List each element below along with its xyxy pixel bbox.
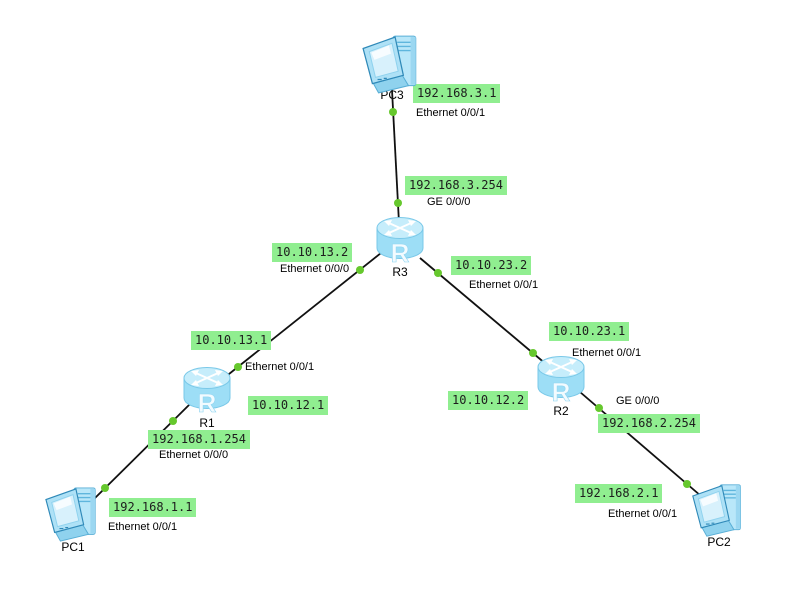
device-r3[interactable] — [374, 215, 426, 265]
pc-icon — [690, 482, 748, 540]
ip-annotation-r2-ge[interactable]: 192.168.2.254 — [598, 414, 700, 433]
router-icon — [181, 365, 233, 415]
port-up-dot — [434, 269, 442, 277]
ip-annotation-r3-eth0[interactable]: 10.10.13.2 — [272, 243, 353, 262]
device-label-r2: R2 — [553, 404, 569, 418]
device-pc2[interactable] — [690, 482, 748, 540]
interface-label-r3-eth1: Ethernet 0/0/1 — [469, 279, 539, 291]
ip-annotation-r1-12[interactable]: 10.10.12.1 — [248, 396, 329, 415]
device-pc3[interactable] — [361, 33, 423, 97]
device-label-pc2: PC2 — [707, 535, 731, 549]
port-up-dot — [595, 404, 603, 412]
ip-annotation-pc3[interactable]: 192.168.3.1 — [413, 84, 501, 103]
device-label-pc1: PC1 — [61, 540, 85, 554]
device-label-r3: R3 — [392, 265, 408, 279]
ip-annotation-r1-eth1[interactable]: 10.10.13.1 — [191, 331, 272, 350]
ip-annotation-pc1[interactable]: 192.168.1.1 — [109, 498, 197, 517]
ip-annotation-r3-ge[interactable]: 192.168.3.254 — [405, 176, 507, 195]
port-up-dot — [529, 349, 537, 357]
interface-label-r1-eth1: Ethernet 0/0/1 — [245, 361, 315, 373]
ip-annotation-r1-eth0[interactable]: 192.168.1.254 — [148, 430, 250, 449]
ip-annotation-r3-eth1[interactable]: 10.10.23.2 — [451, 256, 532, 275]
interface-label-pc2: Ethernet 0/0/1 — [608, 508, 678, 520]
port-up-dot — [394, 199, 402, 207]
port-up-dot — [101, 484, 109, 492]
port-up-dot — [356, 266, 364, 274]
pc-icon — [361, 33, 423, 97]
router-icon — [374, 215, 426, 265]
device-r2[interactable] — [535, 354, 587, 404]
router-icon — [535, 354, 587, 404]
device-label-r1: R1 — [199, 416, 215, 430]
device-r1[interactable] — [181, 365, 233, 415]
port-up-dot — [683, 480, 691, 488]
interface-label-r2-eth1: Ethernet 0/0/1 — [572, 347, 642, 359]
interface-label-r2-ge: GE 0/0/0 — [616, 395, 660, 407]
interface-label-r3-ge: GE 0/0/0 — [427, 196, 471, 208]
pc-icon — [44, 485, 102, 545]
ip-annotation-r2-eth1[interactable]: 10.10.23.1 — [549, 322, 630, 341]
port-up-dot — [169, 417, 177, 425]
interface-label-r1-eth0: Ethernet 0/0/0 — [159, 449, 229, 461]
device-pc1[interactable] — [44, 485, 102, 545]
port-up-dot — [389, 108, 397, 116]
interface-label-r3-eth0: Ethernet 0/0/0 — [280, 263, 350, 275]
ip-annotation-r2-12[interactable]: 10.10.12.2 — [448, 391, 529, 410]
interface-label-pc3: Ethernet 0/0/1 — [416, 107, 486, 119]
port-up-dot — [234, 363, 242, 371]
port-status-dots — [101, 108, 691, 492]
interface-label-pc1: Ethernet 0/0/1 — [108, 521, 178, 533]
ip-annotation-pc2[interactable]: 192.168.2.1 — [575, 484, 663, 503]
